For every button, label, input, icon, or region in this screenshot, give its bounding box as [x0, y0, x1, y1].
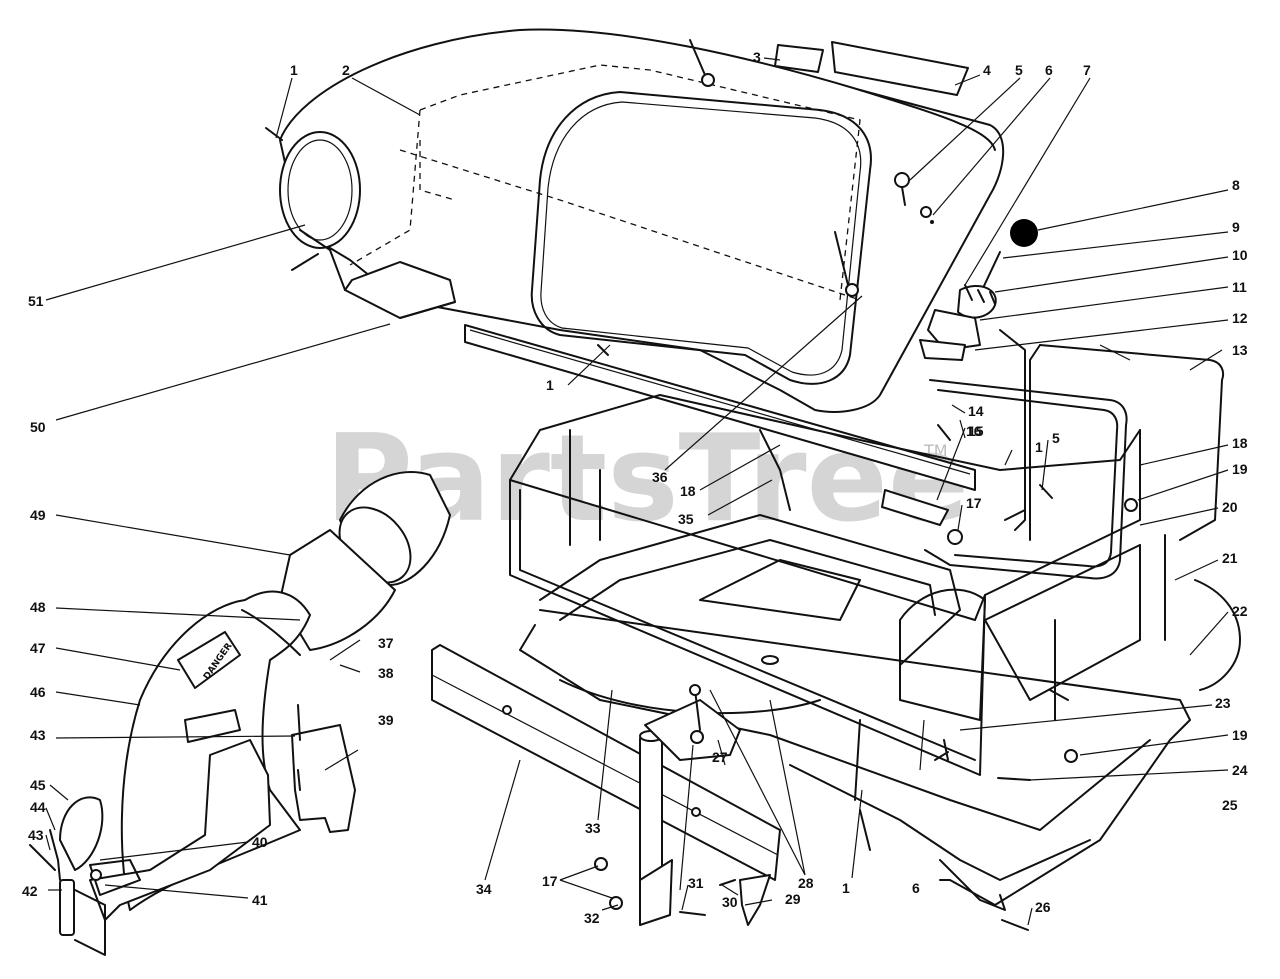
callout-6-base: 6 [912, 880, 920, 896]
callout-48: 48 [30, 599, 46, 615]
callout-36: 36 [652, 469, 668, 485]
hood-inlet-ring [279, 131, 361, 249]
callout-19-lower: 19 [1232, 727, 1248, 743]
callout-9: 9 [1232, 219, 1240, 235]
callout-1-frame: 1 [1035, 439, 1043, 455]
deflector [89, 739, 271, 921]
callout-1: 1 [290, 62, 298, 78]
chute-plate [291, 704, 356, 833]
callout-31: 31 [688, 875, 704, 891]
callout-2: 2 [342, 62, 350, 78]
callout-21: 21 [1222, 550, 1238, 566]
callout-18-left: 18 [680, 483, 696, 499]
callout-4: 4 [983, 62, 991, 78]
callout-42: 42 [22, 883, 38, 899]
callout-47: 47 [30, 640, 46, 656]
stand-post [639, 684, 771, 926]
callout-1-rail: 1 [546, 377, 554, 393]
callout-23: 23 [1215, 695, 1231, 711]
callout-17: 17 [966, 495, 982, 511]
callout-28: 28 [798, 875, 814, 891]
callout-22: 22 [1232, 603, 1248, 619]
callout-27: 27 [712, 749, 728, 765]
callout-34: 34 [476, 881, 492, 897]
callout-43-upper: 43 [30, 727, 46, 743]
callout-46: 46 [30, 684, 46, 700]
callout-20: 20 [1222, 499, 1238, 515]
callout-1-base: 1 [842, 880, 850, 896]
callout-41: 41 [252, 892, 268, 908]
hood-hardware [265, 39, 934, 356]
front-crossbar [431, 644, 781, 881]
callout-49: 49 [30, 507, 46, 523]
grass-bag [984, 534, 1166, 721]
black-knob-icon [1010, 219, 1038, 247]
callout-43-lower: 43 [28, 827, 44, 843]
callout-16-visible: 16 [966, 423, 982, 439]
callout-19-upper: 19 [1232, 461, 1248, 477]
decal-3 [774, 44, 824, 73]
hinge-assembly [919, 219, 1038, 361]
callout-5-frame: 5 [1052, 430, 1060, 446]
nuts [594, 498, 1138, 931]
callout-12: 12 [1232, 310, 1248, 326]
callout-38: 38 [378, 665, 394, 681]
bag-frame [509, 329, 1225, 776]
callout-29: 29 [785, 891, 801, 907]
callout-labels: 1 2 3 4 5 6 7 8 9 10 11 12 13 14 15 16 1… [22, 49, 1248, 926]
callout-15: 15 [968, 423, 984, 439]
callout-32: 32 [584, 910, 600, 926]
hood-cover [279, 28, 1005, 413]
callout-51: 51 [28, 293, 44, 309]
callout-5: 5 [1015, 62, 1023, 78]
latch-assembly [29, 796, 106, 956]
callout-3: 3 [753, 49, 761, 65]
callout-10: 10 [1232, 247, 1248, 263]
callout-35: 35 [678, 511, 694, 527]
leader-lines [45, 57, 1229, 926]
hood-flap [299, 229, 456, 319]
callout-18-right: 18 [1232, 435, 1248, 451]
callout-37: 37 [378, 635, 394, 651]
callout-30: 30 [722, 894, 738, 910]
callout-24: 24 [1232, 762, 1248, 778]
callout-40: 40 [252, 834, 268, 850]
callout-13: 13 [1232, 342, 1248, 358]
callout-8: 8 [1232, 177, 1240, 193]
base-tray [519, 579, 1241, 911]
callout-26: 26 [1035, 899, 1051, 915]
decal-4 [831, 41, 969, 96]
callout-11: 11 [1232, 279, 1247, 295]
callout-39: 39 [378, 712, 394, 728]
callout-6: 6 [1045, 62, 1053, 78]
callout-33: 33 [585, 820, 601, 836]
callout-44: 44 [30, 799, 46, 815]
callout-14: 14 [968, 403, 984, 419]
frame-brackets [759, 424, 1053, 761]
callout-7: 7 [1083, 62, 1091, 78]
callout-50: 50 [30, 419, 46, 435]
callout-25: 25 [1222, 797, 1238, 813]
callout-17-stand: 17 [542, 873, 558, 889]
callout-45: 45 [30, 777, 46, 793]
